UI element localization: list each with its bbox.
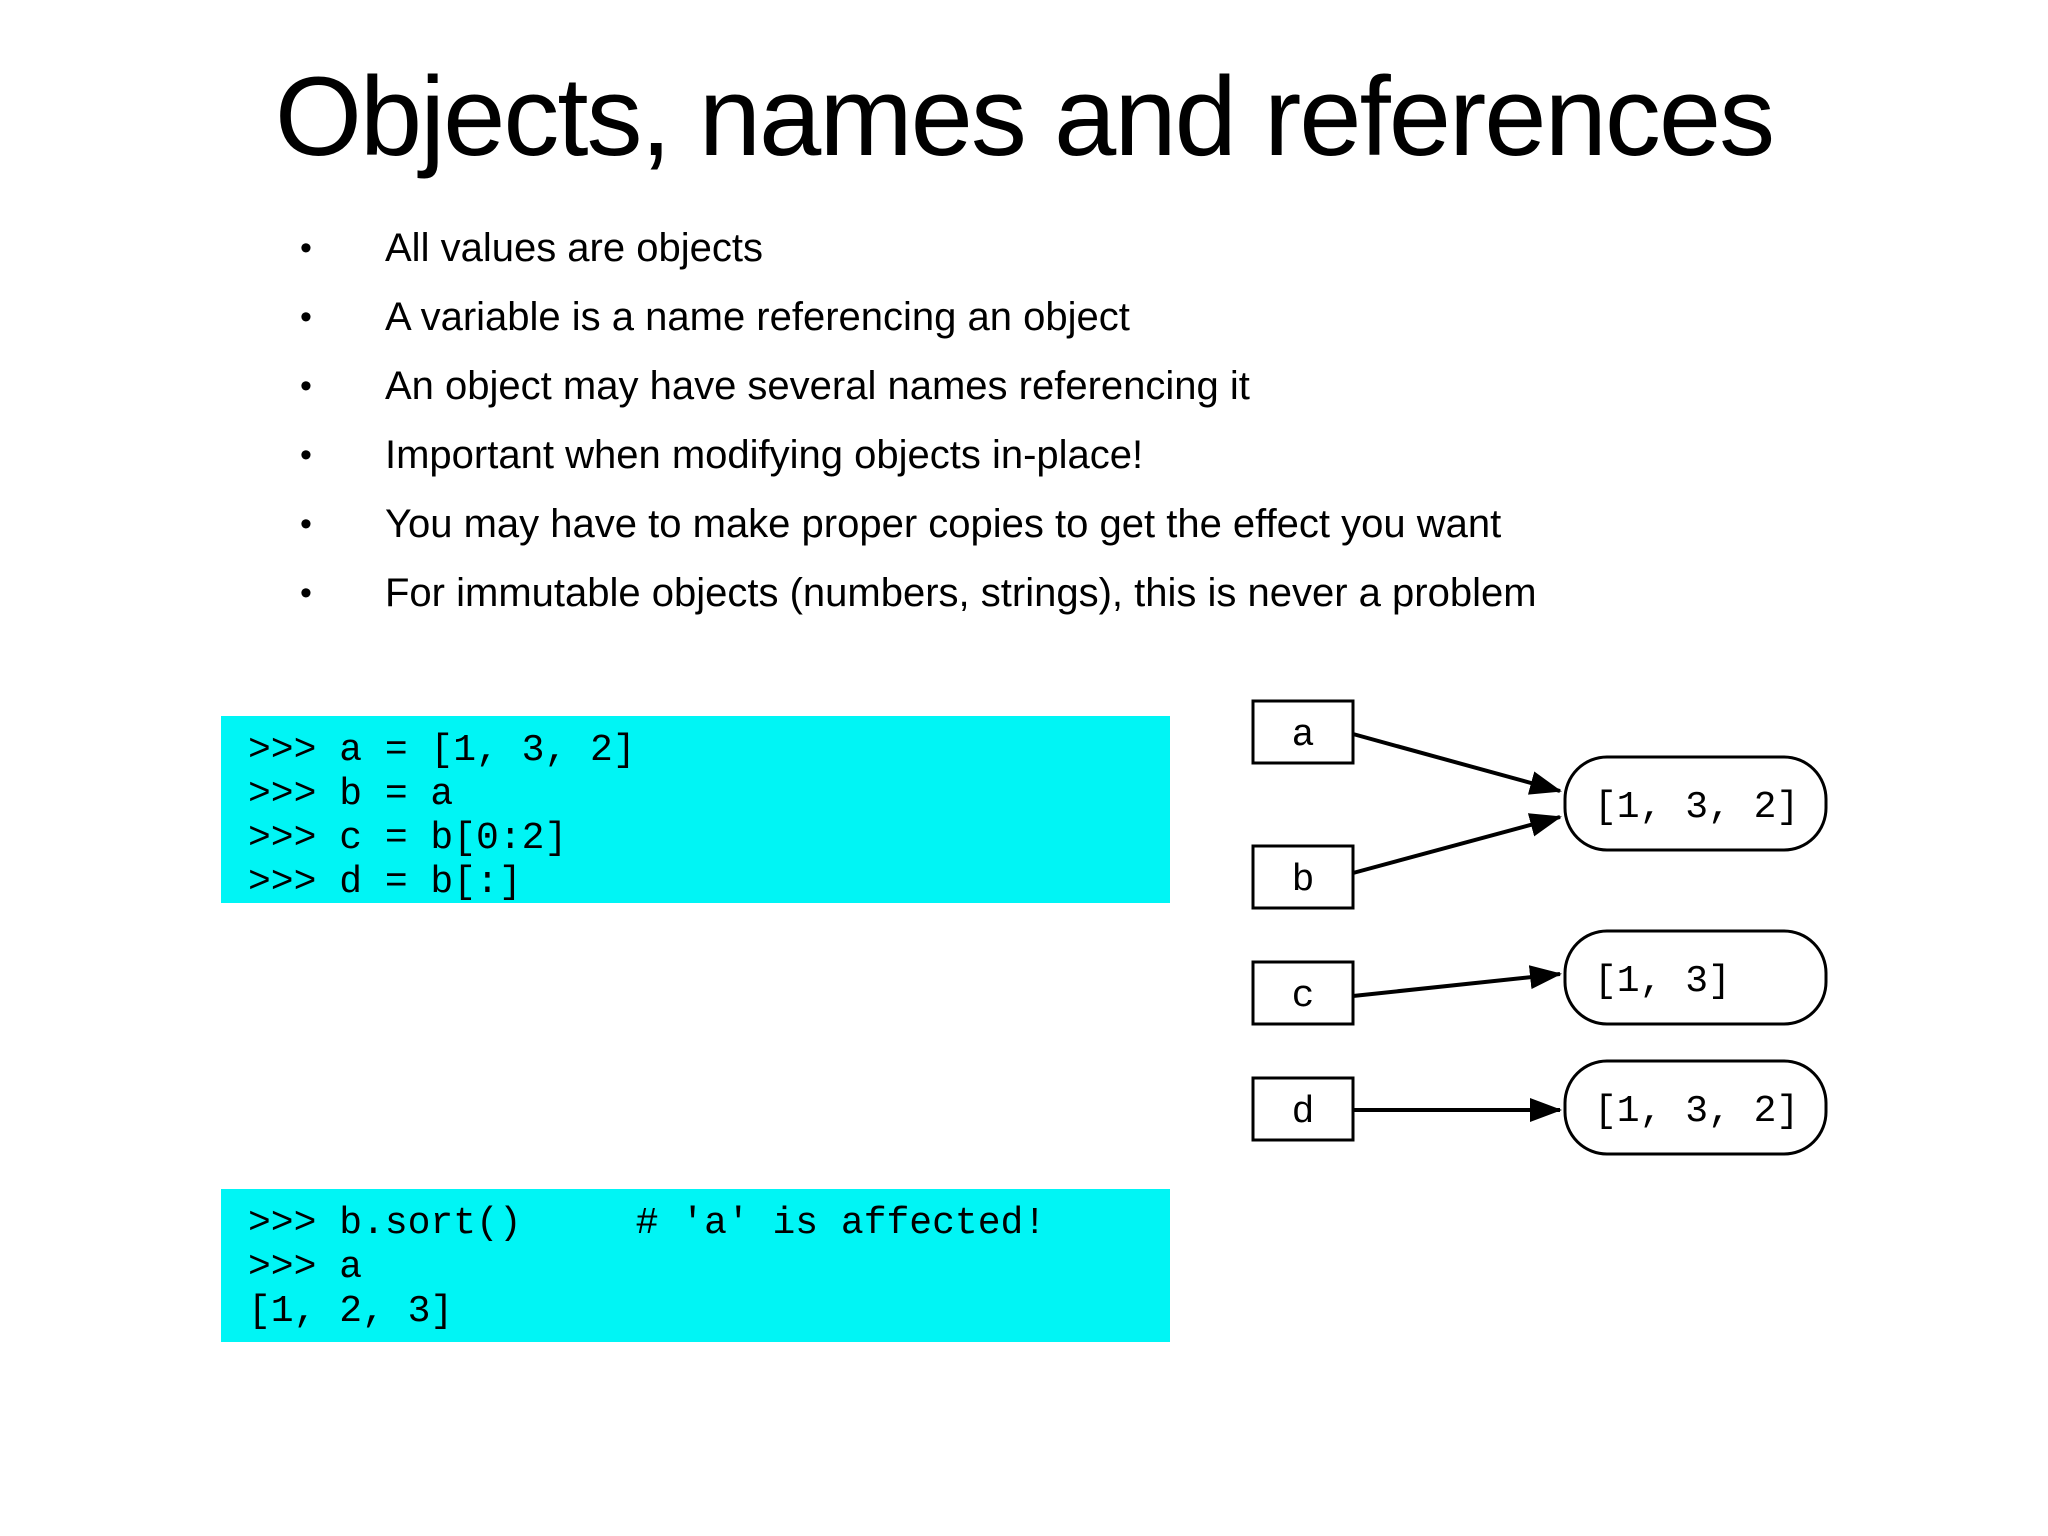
page-title: Objects, names and references [274, 54, 1775, 179]
bullet-icon: • [300, 505, 312, 543]
code-line: >>> b = a [248, 773, 454, 816]
name-label-d: d [1292, 1091, 1315, 1134]
name-box-c [1251, 960, 1355, 1026]
code-line: >>> d = b[:] [248, 861, 522, 904]
edge-a-to-list1 [1352, 732, 1562, 795]
bullet-icon: • [300, 298, 312, 336]
bullet-text: Important when modifying objects in-plac… [385, 433, 1144, 477]
code-line: >>> c = b[0:2] [248, 817, 568, 860]
list-item: • An object may have several names refer… [300, 352, 1537, 421]
list-item: • Important when modifying objects in-pl… [300, 421, 1537, 490]
code-line: >>> a [248, 1246, 363, 1289]
object-label-list2: [1, 3] [1594, 960, 1731, 1003]
bullet-icon: • [300, 574, 312, 612]
bullet-icon: • [300, 436, 312, 474]
list-item: • A variable is a name referencing an ob… [300, 283, 1537, 352]
name-label-c: c [1292, 975, 1315, 1018]
list-item: • All values are objects [300, 214, 1537, 283]
bullet-text: An object may have several names referen… [385, 364, 1250, 408]
list-item: • You may have to make proper copies to … [300, 490, 1537, 559]
object-node-list3 [1563, 1059, 1828, 1156]
bullet-icon: • [300, 229, 312, 267]
code-line: >>> b.sort() # 'a' is affected! [248, 1202, 1047, 1245]
edge-c-to-list2 [1352, 965, 1562, 998]
bullet-text: All values are objects [385, 226, 763, 270]
edge-b-to-list1 [1352, 813, 1562, 875]
bullet-text: For immutable objects (numbers, strings)… [385, 571, 1537, 615]
name-box-b [1251, 844, 1355, 910]
bullet-list: • All values are objects • A variable is… [300, 214, 1537, 628]
object-label-list1: [1, 3, 2] [1594, 786, 1799, 829]
list-item: • For immutable objects (numbers, string… [300, 559, 1537, 628]
name-label-b: b [1292, 859, 1315, 902]
code-block-sort: >>> b.sort() # 'a' is affected! >>> a [1… [221, 1189, 1170, 1342]
code-line: >>> a = [1, 3, 2] [248, 729, 636, 772]
name-box-a [1251, 699, 1355, 765]
object-label-list3: [1, 3, 2] [1594, 1090, 1799, 1133]
name-label-a: a [1292, 714, 1315, 757]
name-box-d [1251, 1076, 1355, 1142]
object-node-list2 [1563, 929, 1828, 1026]
bullet-icon: • [300, 367, 312, 405]
object-node-list1 [1563, 755, 1828, 852]
bullet-text: A variable is a name referencing an obje… [385, 295, 1130, 339]
bullet-text: You may have to make proper copies to ge… [385, 502, 1502, 546]
code-block-assignments: >>> a = [1, 3, 2] >>> b = a >>> c = b[0:… [221, 716, 1170, 904]
code-line: [1, 2, 3] [248, 1290, 454, 1333]
